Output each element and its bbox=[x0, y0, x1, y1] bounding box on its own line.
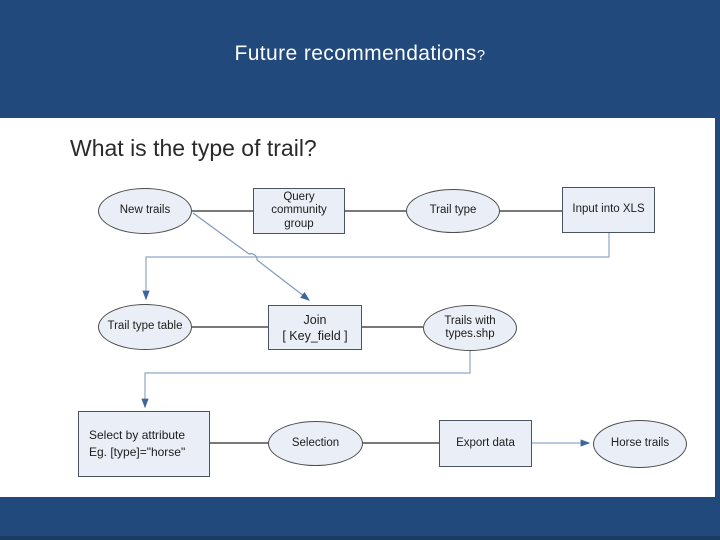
edge-inputxls-trailtypetable bbox=[142, 233, 610, 301]
node-select-by-attribute-label: Select by attribute Eg. [type]="horse" bbox=[89, 428, 186, 459]
node-join: Join [ Key_field ] bbox=[268, 305, 362, 350]
node-selection: Selection bbox=[268, 421, 363, 466]
node-selection-label: Selection bbox=[291, 436, 340, 449]
node-horse-trails-label: Horse trails bbox=[610, 437, 670, 450]
node-trail-type-label: Trail type bbox=[429, 204, 477, 217]
node-select-by-attribute: Select by attribute Eg. [type]="horse" bbox=[78, 411, 210, 477]
bottom-strip bbox=[0, 536, 720, 540]
edge-trailswithtypes-selectbyattr bbox=[141, 351, 471, 409]
node-trail-type-table: Trail type table bbox=[98, 304, 192, 350]
node-trail-type-table-label: Trail type table bbox=[107, 320, 183, 333]
slide-title-question-mark: ? bbox=[476, 47, 486, 64]
edge-newtrails-join bbox=[192, 212, 310, 301]
node-export-data: Export data bbox=[439, 420, 532, 467]
slide-title: Future recommendations? bbox=[0, 42, 720, 68]
node-join-label: Join [ Key_field ] bbox=[282, 312, 348, 343]
node-query-community-group-label: Query community group bbox=[271, 190, 327, 230]
node-export-data-label: Export data bbox=[456, 436, 515, 449]
node-input-into-xls-label: Input into XLS bbox=[572, 203, 645, 216]
node-new-trails-label: New trails bbox=[119, 204, 171, 217]
node-new-trails: New trails bbox=[98, 188, 192, 234]
node-trail-type: Trail type bbox=[406, 189, 500, 233]
diagram-heading: What is the type of trail? bbox=[70, 135, 317, 161]
node-horse-trails: Horse trails bbox=[593, 420, 687, 468]
node-trails-with-types: Trails with types.shp bbox=[423, 305, 517, 351]
node-query-community-group: Query community group bbox=[253, 188, 345, 234]
node-input-into-xls: Input into XLS bbox=[562, 187, 655, 233]
node-trails-with-types-label: Trails with types.shp bbox=[444, 314, 496, 341]
slide-title-text: Future recommendations bbox=[234, 42, 477, 65]
